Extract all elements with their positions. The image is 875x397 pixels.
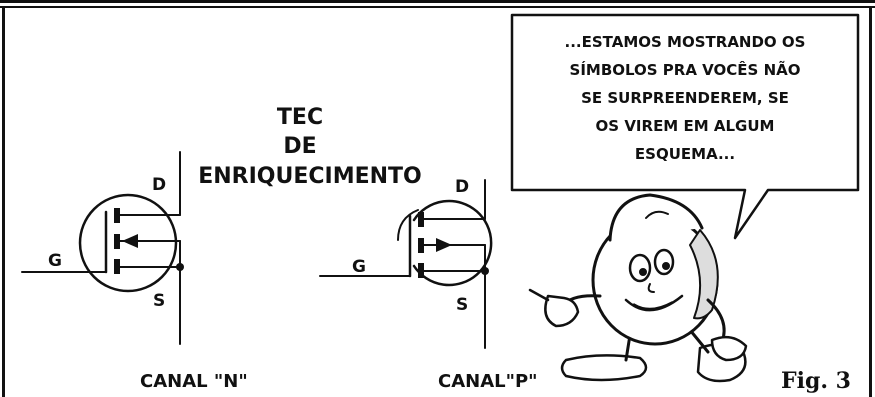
mosfet-n-caption: CANAL "N" [140, 371, 248, 392]
mosfet-n-channel-seg-2 [114, 234, 120, 249]
mosfet-p-arrow-icon [436, 238, 452, 252]
mosfet-n-drain-label: D [152, 175, 166, 195]
diagram-title: TEC DE ENRIQUECIMENTO [198, 105, 422, 189]
title-line-1: TEC [277, 105, 323, 130]
mosfet-n-channel-seg-1 [114, 208, 120, 223]
mosfet-p-source-label: S [456, 295, 468, 315]
mosfet-n-body-circle [78, 193, 178, 293]
mosfet-p-channel-symbol: D G S CANAL"P" [319, 177, 538, 392]
mascot-cartoon-illustration [528, 193, 748, 383]
mosfet-p-channel-seg-1 [418, 212, 424, 227]
mosfet-p-caption: CANAL"P" [438, 371, 538, 392]
mosfet-n-source-label: S [153, 291, 165, 311]
title-line-2: DE [283, 134, 316, 159]
mosfet-p-sketch-arc [397, 209, 419, 241]
speech-line-1: ...ESTAMOS MOSTRANDO OS [565, 33, 806, 51]
speech-bubble: ...ESTAMOS MOSTRANDO OS SÍMBOLOS PRA VOC… [510, 13, 860, 240]
speech-line-5: ESQUEMA... [635, 145, 735, 163]
speech-bubble-outline [510, 13, 860, 240]
mosfet-p-junction-dot [481, 267, 489, 275]
mosfet-n-arrow-icon [122, 234, 138, 248]
speech-line-2: SÍMBOLOS PRA VOCÊS NÃO [570, 60, 801, 79]
mosfet-p-drain-label: D [455, 177, 469, 197]
mosfet-n-junction-dot [176, 263, 184, 271]
speech-line-3: SE SURPREENDEREM, SE [581, 89, 789, 107]
figure-label: Fig. 3 [781, 368, 851, 394]
mosfet-p-channel-seg-2 [418, 238, 424, 253]
mosfet-p-body-arc [412, 199, 493, 287]
mosfet-n-channel-seg-3 [114, 259, 120, 274]
title-line-3: ENRIQUECIMENTO [198, 164, 422, 189]
mosfet-n-gate-label: G [48, 251, 62, 271]
mosfet-n-channel-symbol: D G S CANAL "N" [21, 151, 248, 392]
mosfet-p-gate-label: G [352, 257, 366, 277]
speech-line-4: OS VIREM EM ALGUM [596, 117, 775, 135]
mosfet-p-channel-seg-3 [418, 263, 424, 278]
